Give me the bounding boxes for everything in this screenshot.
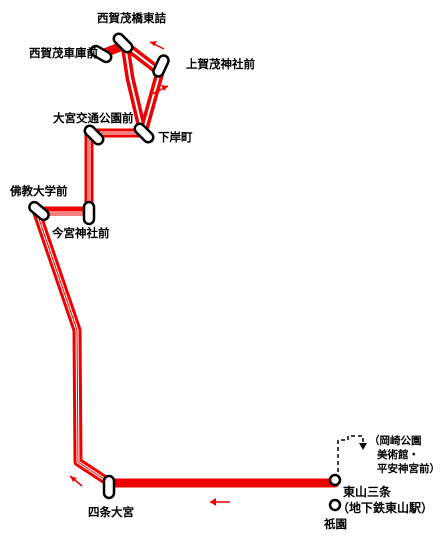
branch-note-line-1: （岡崎公園 bbox=[369, 434, 422, 447]
label-higashiyama-sanjo: 東山三条 bbox=[343, 484, 392, 499]
stop-markers bbox=[27, 32, 342, 512]
label-nishigamo-shakomae: 西賀茂車庫前 bbox=[29, 46, 98, 60]
stop-marker-omiya-kotsukoenmae[interactable] bbox=[83, 124, 106, 147]
stop-marker-shimogishicho[interactable] bbox=[133, 122, 156, 145]
branch-note-line-3: 平安神宮前） bbox=[377, 462, 440, 475]
label-shimogishicho: 下岸町 bbox=[158, 130, 193, 144]
stop-marker-imamiya-jinjamae[interactable] bbox=[82, 200, 96, 226]
stop-marker-shijo-omiya[interactable] bbox=[102, 474, 116, 500]
label-nishigamo-hashihigashizume: 西賀茂橋東詰 bbox=[97, 11, 166, 25]
stop-marker-bukkyo-daigakumae[interactable] bbox=[27, 200, 50, 222]
direction-arrows bbox=[69, 41, 230, 506]
label-kamigamo-jinjamae: 上賀茂神社前 bbox=[186, 57, 255, 71]
stop-marker-nishigamo-shakomae[interactable] bbox=[89, 44, 113, 64]
stop-marker-nishigamo-hashihigashizume[interactable] bbox=[112, 32, 135, 55]
branch-route bbox=[337, 435, 367, 479]
label-imamiya-jinjamae: 今宮神社前 bbox=[51, 226, 110, 240]
label-omiya-kotsukoenmae: 大宮交通公園前 bbox=[53, 111, 134, 125]
label-higashiyama-sanjo-sub: （地下鉄東山駅） bbox=[337, 500, 433, 515]
label-gion: 祇園 bbox=[323, 517, 347, 531]
stop-marker-kamigamo-jinjamae[interactable] bbox=[152, 54, 170, 78]
stop-marker-gion[interactable] bbox=[328, 498, 342, 512]
label-bukkyo-daigakumae: 佛教大学前 bbox=[9, 184, 68, 198]
label-shijo-omiya: 四条大宮 bbox=[88, 505, 134, 519]
stop-marker-higashiyama-sanjo[interactable] bbox=[328, 473, 342, 487]
branch-note-line-2: 美術館・ bbox=[377, 448, 419, 461]
stop-labels: 西賀茂橋東詰 西賀茂車庫前 上賀茂神社前 大宮交通公園前 下岸町 佛教大学前 今… bbox=[9, 11, 440, 531]
